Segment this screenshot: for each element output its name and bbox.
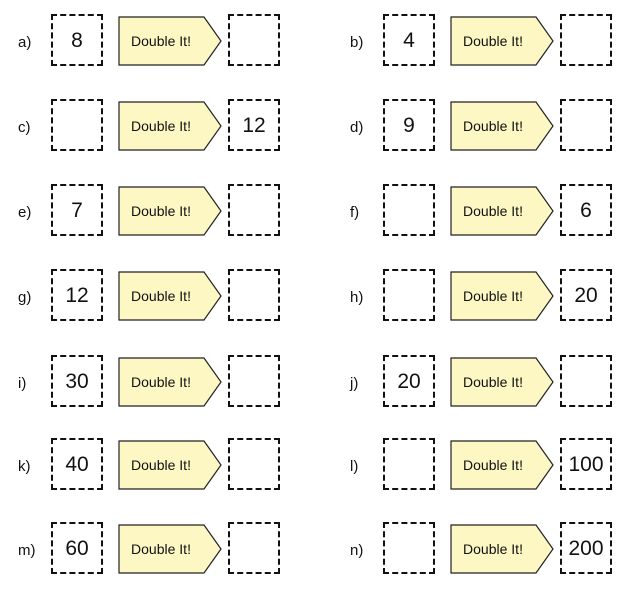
problem-label: a)	[18, 34, 32, 51]
machine-label: Double It!	[463, 541, 523, 557]
output-box[interactable]: 100	[560, 438, 612, 490]
output-box[interactable]	[228, 355, 280, 407]
machine-arrow-shape	[118, 524, 222, 574]
input-box[interactable]	[383, 522, 435, 574]
problem-label: b)	[350, 34, 364, 51]
machine-label: Double It!	[131, 541, 191, 557]
problem: n) Double It! 200	[350, 522, 640, 580]
double-it-machine: Double It!	[450, 524, 554, 574]
machine-label: Double It!	[131, 33, 191, 49]
problem: i) 30 Double It!	[18, 355, 318, 413]
machine-label: Double It!	[131, 288, 191, 304]
machine-label: Double It!	[463, 203, 523, 219]
double-it-machine: Double It!	[118, 357, 222, 407]
machine-arrow-shape	[450, 271, 554, 321]
input-box[interactable]: 4	[383, 14, 435, 66]
problem: b) 4 Double It!	[350, 14, 640, 72]
input-box[interactable]: 9	[383, 99, 435, 151]
input-box[interactable]	[383, 269, 435, 321]
output-box[interactable]	[560, 99, 612, 151]
output-box[interactable]: 200	[560, 522, 612, 574]
problem-label: h)	[350, 289, 364, 306]
double-it-machine: Double It!	[118, 16, 222, 66]
problem-label: i)	[18, 375, 27, 392]
input-box[interactable]: 30	[51, 355, 103, 407]
machine-arrow-shape	[450, 186, 554, 236]
input-box[interactable]	[383, 184, 435, 236]
output-box[interactable]: 6	[560, 184, 612, 236]
machine-label: Double It!	[131, 118, 191, 134]
problem: d) 9 Double It!	[350, 99, 640, 157]
output-box[interactable]	[228, 269, 280, 321]
machine-arrow-shape	[450, 16, 554, 66]
machine-label: Double It!	[131, 457, 191, 473]
problem-label: k)	[18, 458, 31, 475]
problem: k) 40 Double It!	[18, 438, 318, 496]
problem: g) 12 Double It!	[18, 269, 318, 327]
double-it-machine: Double It!	[450, 271, 554, 321]
machine-arrow-shape	[450, 101, 554, 151]
machine-arrow-shape	[118, 357, 222, 407]
double-it-machine: Double It!	[118, 271, 222, 321]
double-it-machine: Double It!	[450, 16, 554, 66]
machine-arrow-shape	[450, 524, 554, 574]
problem: l) Double It! 100	[350, 438, 640, 496]
double-it-machine: Double It!	[450, 357, 554, 407]
output-box[interactable]	[560, 14, 612, 66]
input-box[interactable]: 12	[51, 269, 103, 321]
problem-label: l)	[350, 458, 359, 475]
double-it-machine: Double It!	[118, 186, 222, 236]
machine-label: Double It!	[131, 203, 191, 219]
problem-label: f)	[350, 204, 360, 221]
input-box[interactable]: 8	[51, 14, 103, 66]
machine-arrow-shape	[450, 440, 554, 490]
double-it-machine: Double It!	[118, 440, 222, 490]
input-box[interactable]	[383, 438, 435, 490]
input-box[interactable]: 20	[383, 355, 435, 407]
problem-label: j)	[350, 375, 359, 392]
problem: a) 8 Double It!	[18, 14, 318, 72]
double-it-machine: Double It!	[118, 524, 222, 574]
machine-arrow-shape	[118, 101, 222, 151]
output-box[interactable]	[228, 184, 280, 236]
output-box[interactable]	[228, 438, 280, 490]
machine-label: Double It!	[463, 288, 523, 304]
input-box[interactable]	[51, 99, 103, 151]
double-it-machine: Double It!	[450, 186, 554, 236]
problem-label: c)	[18, 119, 31, 136]
problem-label: e)	[18, 204, 32, 221]
input-box[interactable]: 60	[51, 522, 103, 574]
double-it-machine: Double It!	[450, 440, 554, 490]
output-box[interactable]: 12	[228, 99, 280, 151]
machine-label: Double It!	[463, 374, 523, 390]
double-it-machine: Double It!	[118, 101, 222, 151]
problem: f) Double It! 6	[350, 184, 640, 242]
problem: c) Double It! 12	[18, 99, 318, 157]
machine-arrow-shape	[118, 440, 222, 490]
problem-label: m)	[18, 542, 36, 559]
output-box[interactable]	[228, 14, 280, 66]
machine-arrow-shape	[118, 186, 222, 236]
double-it-machine: Double It!	[450, 101, 554, 151]
output-box[interactable]: 20	[560, 269, 612, 321]
machine-label: Double It!	[463, 33, 523, 49]
output-box[interactable]	[560, 355, 612, 407]
machine-arrow-shape	[118, 271, 222, 321]
machine-arrow-shape	[450, 357, 554, 407]
machine-label: Double It!	[131, 374, 191, 390]
machine-label: Double It!	[463, 118, 523, 134]
output-box[interactable]	[228, 522, 280, 574]
input-box[interactable]: 40	[51, 438, 103, 490]
problem: m) 60 Double It!	[18, 522, 318, 580]
problem: h) Double It! 20	[350, 269, 640, 327]
machine-arrow-shape	[118, 16, 222, 66]
input-box[interactable]: 7	[51, 184, 103, 236]
problem-label: d)	[350, 119, 364, 136]
problem-label: n)	[350, 542, 364, 559]
problem-label: g)	[18, 289, 32, 306]
problem: j) 20 Double It!	[350, 355, 640, 413]
machine-label: Double It!	[463, 457, 523, 473]
problem: e) 7 Double It!	[18, 184, 318, 242]
